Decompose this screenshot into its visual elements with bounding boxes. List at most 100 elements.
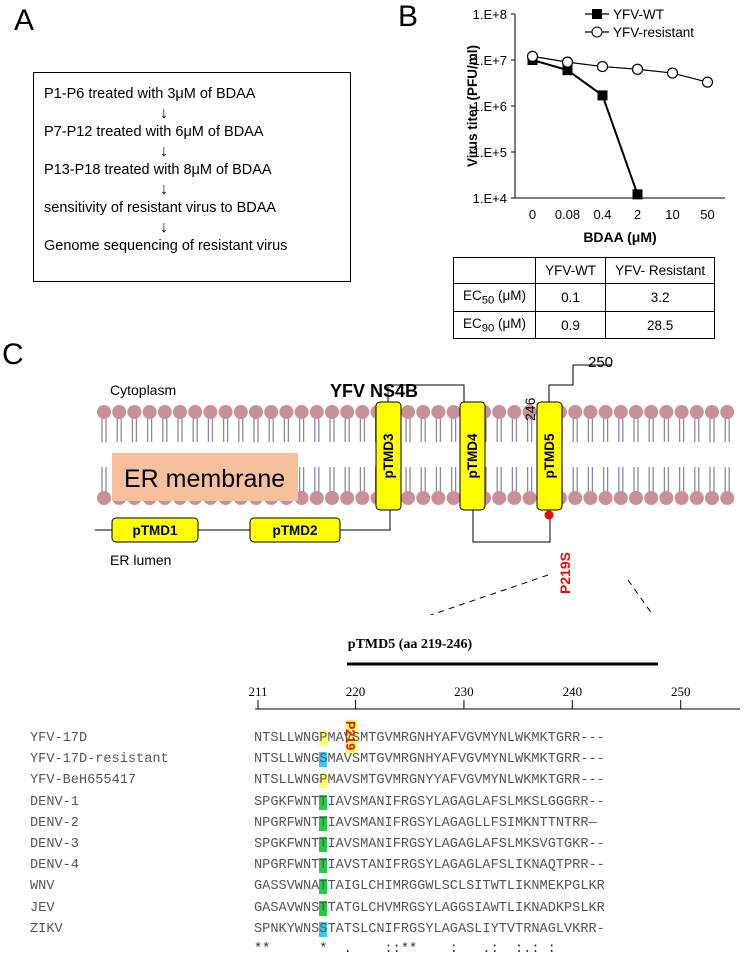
lipid-head xyxy=(97,491,111,505)
lipid-head xyxy=(568,405,583,419)
linker-line xyxy=(340,510,391,531)
legend-marker xyxy=(591,26,603,38)
row-label-ec50: EC50 (μM) xyxy=(452,283,537,312)
y-tick-label: 1.E+7 xyxy=(473,53,507,68)
sequence-row: NPGRFWNTTIAVSMANIFRGSYLAGAGLLFSIMKNTTNTR… xyxy=(254,815,597,831)
sequence-name: YFV-BeH655417 xyxy=(30,773,137,789)
sequence-name: JEV xyxy=(30,900,55,916)
sequence-prefix: NPGRFWNT xyxy=(254,815,320,831)
lipid-head xyxy=(507,491,522,505)
cytoplasm-label: Cytoplasm xyxy=(110,382,176,398)
panel-label-a: A xyxy=(14,4,35,37)
residue-219: T xyxy=(319,879,328,895)
panel-label-c: C xyxy=(2,338,24,371)
sequence-suffix: IAVSMANIFRGSYLAGAGLLFSIMKNTTNTRR— xyxy=(327,815,597,831)
lipid-head xyxy=(522,405,537,419)
data-point-wt xyxy=(562,65,573,76)
flow-step-2: P7-P12 treated with 6μM of BDAA xyxy=(44,124,264,140)
ptmd1-label: pTMD1 xyxy=(133,523,178,538)
data-point-wt xyxy=(632,189,643,200)
zoom-dashed-line xyxy=(429,574,549,615)
label-subscript: 90 xyxy=(481,322,495,335)
ptmd5-label: pTMD5 xyxy=(542,433,557,478)
lipid-head xyxy=(355,491,370,505)
lipid-head xyxy=(401,405,415,419)
down-arrow-icon: ↓ xyxy=(160,181,168,198)
lipid-head xyxy=(340,405,355,419)
lipid-head xyxy=(659,491,674,505)
residue-219: P xyxy=(319,731,328,746)
y-tick-label: 1.E+5 xyxy=(473,145,507,160)
sequence-name: DENV-2 xyxy=(30,815,79,831)
mutation-label: P219S xyxy=(557,552,573,594)
lipid-head xyxy=(309,405,324,419)
sequence-prefix: SPGKFWNT xyxy=(254,837,320,852)
lipid-head xyxy=(720,491,735,505)
ruler-tick-label: 211 xyxy=(248,684,267,699)
sequence-row: NTSLLWNGPMAVSMTGVMRGNHYAFVGVMYNLWKMKTGRR… xyxy=(254,731,605,746)
x-tick-label: 0 xyxy=(529,207,536,222)
lipid-head xyxy=(613,491,628,505)
table-header-resistant: YFV- Resistant xyxy=(605,257,716,284)
ptmd1-box xyxy=(111,517,199,543)
flow-step-3: P13-P18 treated with 8μM of BDAA xyxy=(44,162,272,178)
ptmd2-label: pTMD2 xyxy=(273,523,318,538)
sequence-row: NTSLLWNGPMAVSMTGVMRGNYYAFVGVMYNLWKMKTGRR… xyxy=(254,773,605,789)
lipid-head xyxy=(188,405,203,419)
sequence-suffix: IAVSTANIFRGSYLAGAGLAFSLIKNAQTPRR-- xyxy=(327,858,605,874)
x-tick-label: 0.08 xyxy=(555,207,580,222)
flow-step-1: P1-P6 treated with 3μM of BDAA xyxy=(44,86,256,102)
lipid-head xyxy=(629,491,643,505)
residue-219: S xyxy=(319,921,328,937)
label-unit: (μM) xyxy=(494,288,527,303)
sequence-name: YFV-17D xyxy=(30,731,88,746)
passage-flowchart: P1-P6 treated with 3μM of BDAA ↓ P7-P12 … xyxy=(33,72,351,282)
residue-246-label: 246 xyxy=(522,397,538,421)
sequence-row: NPGRFWNTTIAVSTANIFRGSYLAGAGLAFSLIKNAQTPR… xyxy=(254,858,605,874)
x-tick-label: 0.4 xyxy=(593,207,611,222)
lipid-bilayer xyxy=(97,405,735,505)
ptmd3-box xyxy=(375,401,402,511)
sequence-prefix: NTSLLWNG xyxy=(254,752,320,768)
series-line xyxy=(532,59,639,195)
cytoplasmic-loop xyxy=(387,384,465,402)
legend-label: YFV-resistant xyxy=(613,25,694,40)
ns4b-topology-diagram: ER membrane Cytoplasm YFV NS4B ER lumen … xyxy=(95,355,735,615)
ptmd3-label: pTMD3 xyxy=(381,433,396,478)
ec-table: YFV-WT YFV- Resistant EC50 (μM) 0.1 3.2 … xyxy=(452,257,716,340)
flow-step-4: sensitivity of resistant virus to BDAA xyxy=(44,200,277,216)
residue-219: S xyxy=(319,752,328,768)
sequence-suffix: TAIGLCHIMRGGWLSCLSITWTLIKNMEKPGLKR xyxy=(327,879,605,895)
luminal-loop xyxy=(472,510,551,543)
sequence-row: SPGKFWNTTIAVSMANIFRGSYLAGAGLAFSLMKSLGGGR… xyxy=(254,794,605,810)
lipid-head xyxy=(644,491,659,505)
lipid-head xyxy=(659,405,674,419)
sequence-row: GASSVWNATTAIGLCHIMRGGWLSCLSITWTLIKNMEKPG… xyxy=(254,879,605,895)
table-cell xyxy=(452,257,537,284)
lipid-head xyxy=(173,405,187,419)
x-axis-label: BDAA (μM) xyxy=(583,229,656,245)
ptmd4-box xyxy=(459,401,486,511)
lipid-head xyxy=(689,491,704,505)
lipid-head xyxy=(112,405,127,419)
lipid-head xyxy=(492,491,507,505)
ruler-tick-label: 240 xyxy=(563,684,583,699)
lipid-head xyxy=(340,491,355,505)
lipid-head xyxy=(142,405,157,419)
lipid-head xyxy=(689,405,704,419)
sequence-name: ZIKV xyxy=(30,921,63,937)
label-text: EC xyxy=(463,288,482,303)
lipid-head xyxy=(583,491,598,505)
residue-250-label: 250 xyxy=(588,355,613,371)
data-point-resistant xyxy=(666,67,679,79)
lipid-head xyxy=(401,491,415,505)
ec90-wt-value: 0.9 xyxy=(535,310,607,340)
sequence-name: DENV-4 xyxy=(30,858,79,874)
sequence-suffix: TATGLCHVMRGSYLAGGSIAWTLIKNADKPSLKR xyxy=(327,900,605,916)
er-membrane-label: ER membrane xyxy=(124,465,285,493)
lipid-head xyxy=(583,405,598,419)
sequence-prefix: GASSVWNA xyxy=(254,879,320,895)
ec50-wt-value: 0.1 xyxy=(535,283,607,312)
data-point-resistant xyxy=(526,50,539,62)
data-point-resistant xyxy=(631,63,644,75)
